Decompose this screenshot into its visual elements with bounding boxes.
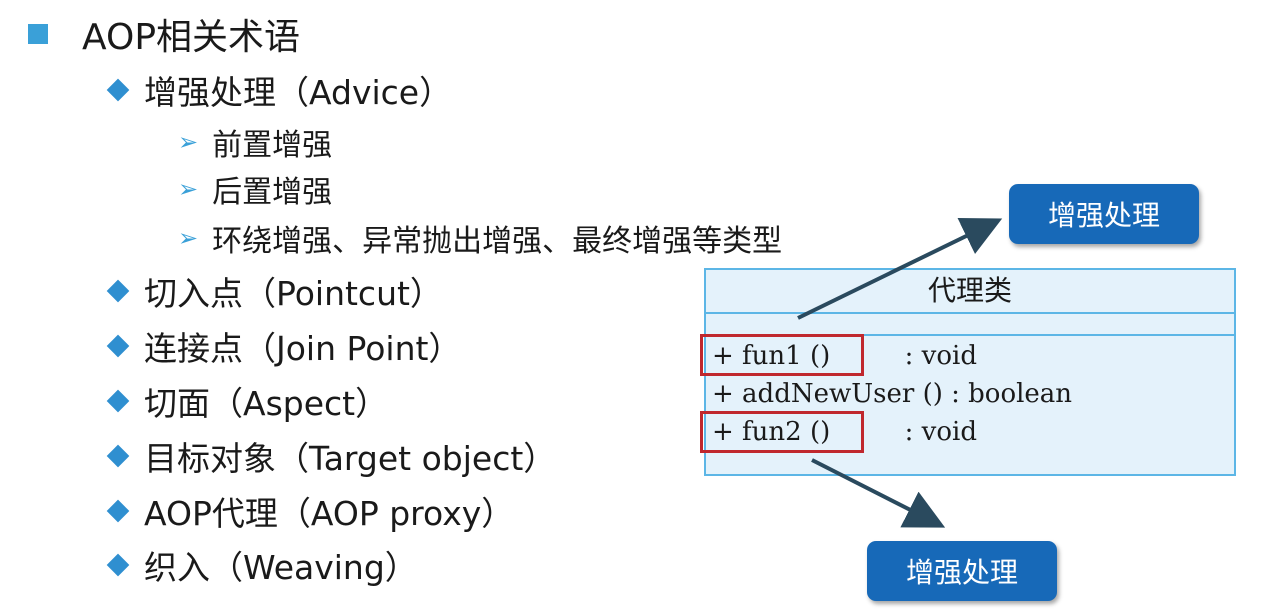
subterm-before: ➢ 前置增强	[178, 122, 333, 163]
arrow-to-bottom-badge	[811, 458, 946, 528]
term-aspect: 切面（Aspect）	[104, 379, 388, 423]
subterm-label: 后置增强	[212, 175, 333, 210]
square-bullet-icon	[28, 24, 48, 44]
highlight-fun1	[700, 334, 864, 376]
term-join-point: 连接点（Join Point）	[104, 324, 461, 368]
term-label: 增强处理（Advice）	[144, 73, 453, 112]
proxy-class-diagram: 代理类 + fun1 () : void + addNewUser () : b…	[704, 268, 1236, 476]
subterm-around: ➢ 环绕增强、异常抛出增强、最终增强等类型	[178, 218, 783, 259]
term-target-object: 目标对象（Target object）	[104, 434, 556, 478]
arrow-bullet-icon: ➢	[178, 128, 199, 156]
arrow-bullet-icon: ➢	[178, 175, 199, 203]
class-divider	[706, 334, 1234, 336]
term-label: 目标对象（Target object）	[144, 439, 557, 478]
class-name: 代理类	[927, 274, 1012, 307]
method-fun1: + fun1 () : void	[712, 341, 977, 371]
term-weaving: 织入（Weaving）	[104, 543, 418, 587]
term-label: 切入点（Pointcut）	[144, 274, 443, 313]
method-fun2: + fun2 () : void	[712, 417, 977, 447]
arrow-to-top-badge	[797, 218, 1003, 320]
term-label: 连接点（Join Point）	[144, 329, 462, 368]
subterm-label: 前置增强	[212, 128, 333, 163]
title-text: AOP相关术语	[82, 17, 301, 58]
term-label: AOP代理（AOP proxy）	[144, 494, 515, 533]
term-pointcut: 切入点（Pointcut）	[104, 269, 443, 313]
advice-badge-bottom: 增强处理	[867, 541, 1057, 601]
term-label: 切面（Aspect）	[144, 384, 389, 423]
arrow-bullet-icon: ➢	[178, 224, 199, 252]
advice-badge-top: 增强处理	[1009, 184, 1199, 244]
method-addnewuser: + addNewUser () : boolean	[712, 379, 1073, 409]
term-label: 织入（Weaving）	[144, 548, 418, 587]
term-aop-proxy: AOP代理（AOP proxy）	[104, 489, 514, 533]
term-advice: 增强处理（Advice）	[104, 68, 452, 112]
subterm-after: ➢ 后置增强	[178, 169, 333, 210]
highlight-fun2	[700, 411, 864, 453]
subterm-label: 环绕增强、异常抛出增强、最终增强等类型	[212, 224, 783, 259]
class-divider	[706, 312, 1234, 314]
slide-title: AOP相关术语	[28, 12, 300, 58]
